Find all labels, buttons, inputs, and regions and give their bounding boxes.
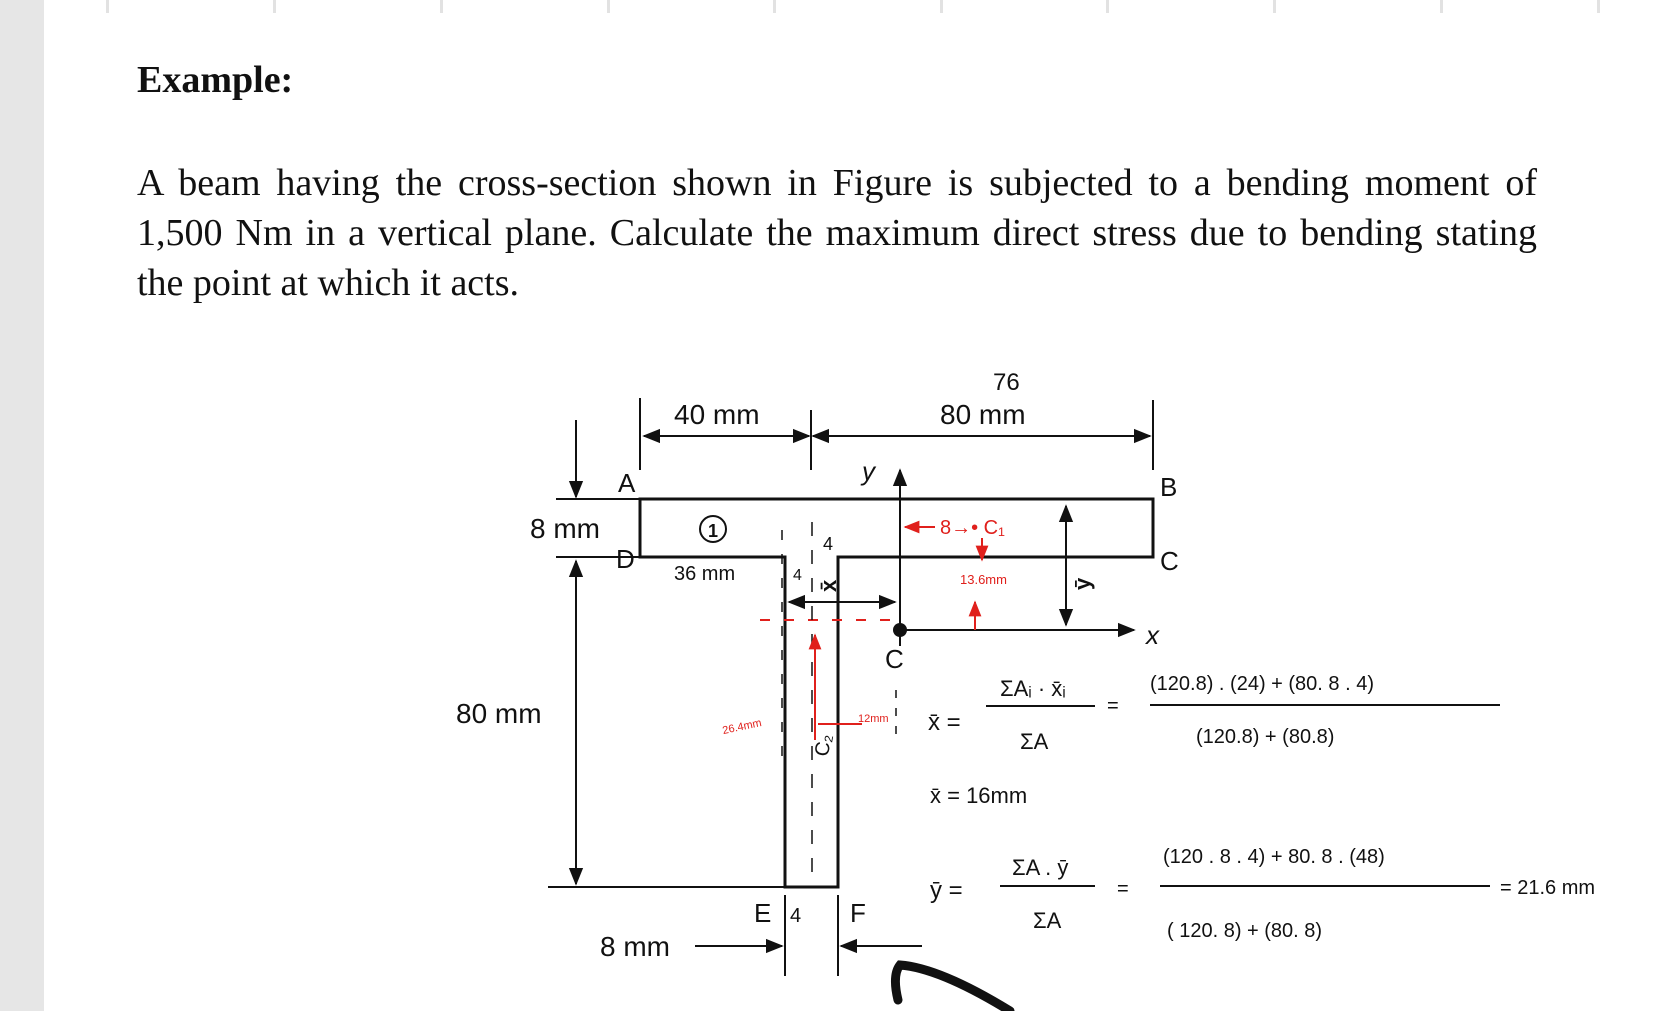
dim-76-note: 76 <box>993 369 1020 396</box>
ybar-den: ΣA <box>1033 908 1062 933</box>
web-8mm-label: 8 mm <box>600 931 670 962</box>
example-heading: Example: <box>137 59 294 101</box>
problem-statement: A beam having the cross-section shown in… <box>137 162 1537 304</box>
area-1-number: 1 <box>708 521 718 541</box>
centroid-label: C <box>885 644 904 674</box>
dist-12-note: 12mm <box>858 713 889 725</box>
dim-40-label: 40 mm <box>674 399 760 430</box>
xbar-label: x̄ <box>816 579 841 592</box>
centroid-dot <box>893 623 907 637</box>
xbar-den: ΣA <box>1020 729 1049 754</box>
point-E: E <box>754 898 771 928</box>
ybar-result: = 21.6 mm <box>1500 877 1595 899</box>
xbar-rhs-num: (120.8) . (24) + (80. 8 . 4) <box>1150 673 1374 695</box>
four-left-note: 4 <box>793 567 802 584</box>
ybar-label: ȳ <box>1070 577 1095 590</box>
dim-80-label: 80 mm <box>940 399 1026 430</box>
c1-note: 8→• C₁ <box>940 517 1005 539</box>
four-top-note: 4 <box>823 534 833 554</box>
c2-label: C₂ <box>811 732 837 758</box>
point-D: D <box>616 544 635 574</box>
left-scroll-rail <box>0 0 44 1011</box>
point-A: A <box>618 468 636 498</box>
xbar-calculation: x̄ = ΣAᵢ · x̄ᵢ ΣA = (120.8) . (24) + (80… <box>928 673 1500 808</box>
dim-8-flange-label: 8 mm <box>530 513 600 544</box>
dist-26-note: 26.4mm <box>721 717 762 737</box>
point-F: F <box>850 898 866 928</box>
xbar-rhs-den: (120.8) + (80.8) <box>1196 726 1334 748</box>
ybar-calculation: ȳ = ΣA . ȳ ΣA = (120 . 8 . 4) + 80. 8 . … <box>930 846 1595 942</box>
ybar-num: ΣA . ȳ <box>1012 855 1068 880</box>
point-C-corner: C <box>1160 546 1179 576</box>
pen-stroke <box>890 960 1015 1011</box>
x-axis-label: x <box>1144 620 1160 650</box>
point-B: B <box>1160 472 1177 502</box>
ybar-eq: = <box>1117 878 1129 900</box>
xbar-num: ΣAᵢ · x̄ᵢ <box>1000 676 1066 701</box>
four-bottom-note: 4 <box>790 905 801 927</box>
area-1-marker <box>699 515 727 543</box>
t-section-outline <box>638 497 1155 889</box>
xbar-lhs: x̄ = <box>928 709 961 736</box>
top-ruler <box>44 0 1675 14</box>
dim-80-height-label: 80 mm <box>456 698 542 729</box>
ybar-rhs-den: ( 120. 8) + (80. 8) <box>1167 920 1322 942</box>
y-axis-label: y <box>860 456 877 486</box>
ybar-rhs-num: (120 . 8 . 4) + 80. 8 . (48) <box>1163 846 1385 868</box>
ybar-lhs: ȳ = <box>930 877 963 904</box>
flange-36mm-note: 36 mm <box>674 563 735 585</box>
xbar-eq: = <box>1107 695 1119 717</box>
dist-13-6-note: 13.6mm <box>960 572 1007 587</box>
xbar-result: x̄ = 16mm <box>930 783 1027 808</box>
